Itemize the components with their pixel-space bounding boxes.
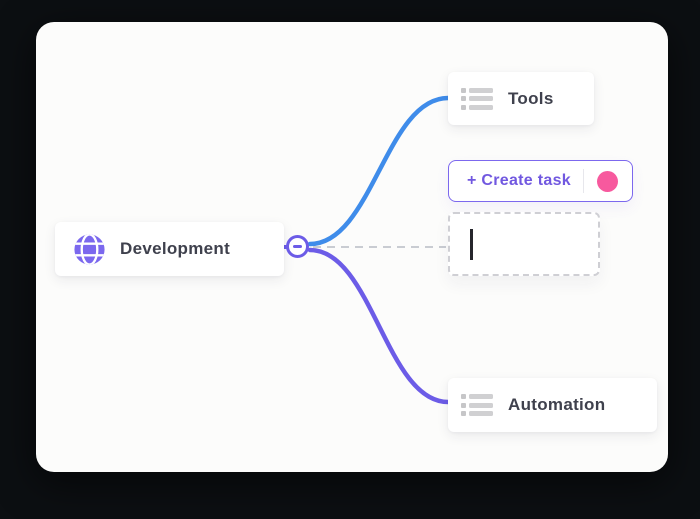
text-caret-icon: [470, 229, 473, 260]
node-development[interactable]: Development: [55, 222, 284, 276]
list-icon: [461, 87, 493, 110]
node-automation[interactable]: Automation: [448, 378, 657, 432]
node-automation-label: Automation: [508, 395, 606, 414]
pink-dot-icon: [597, 170, 618, 192]
globe-icon: [74, 233, 105, 265]
new-node-input[interactable]: [448, 212, 600, 276]
button-divider: [582, 169, 584, 193]
create-task-button[interactable]: + Create task: [448, 160, 633, 202]
collapse-button[interactable]: [286, 235, 309, 258]
node-tools[interactable]: Tools: [448, 72, 594, 125]
mindmap-canvas: Development Tools + Create task Automati…: [36, 22, 668, 472]
list-icon: [461, 394, 493, 416]
branch-line-tools: [307, 95, 451, 247]
minus-icon: [293, 245, 302, 248]
branch-line-automation: [307, 247, 451, 405]
node-development-label: Development: [120, 239, 231, 258]
create-task-label: + Create task: [467, 172, 571, 189]
node-tools-label: Tools: [508, 88, 554, 108]
